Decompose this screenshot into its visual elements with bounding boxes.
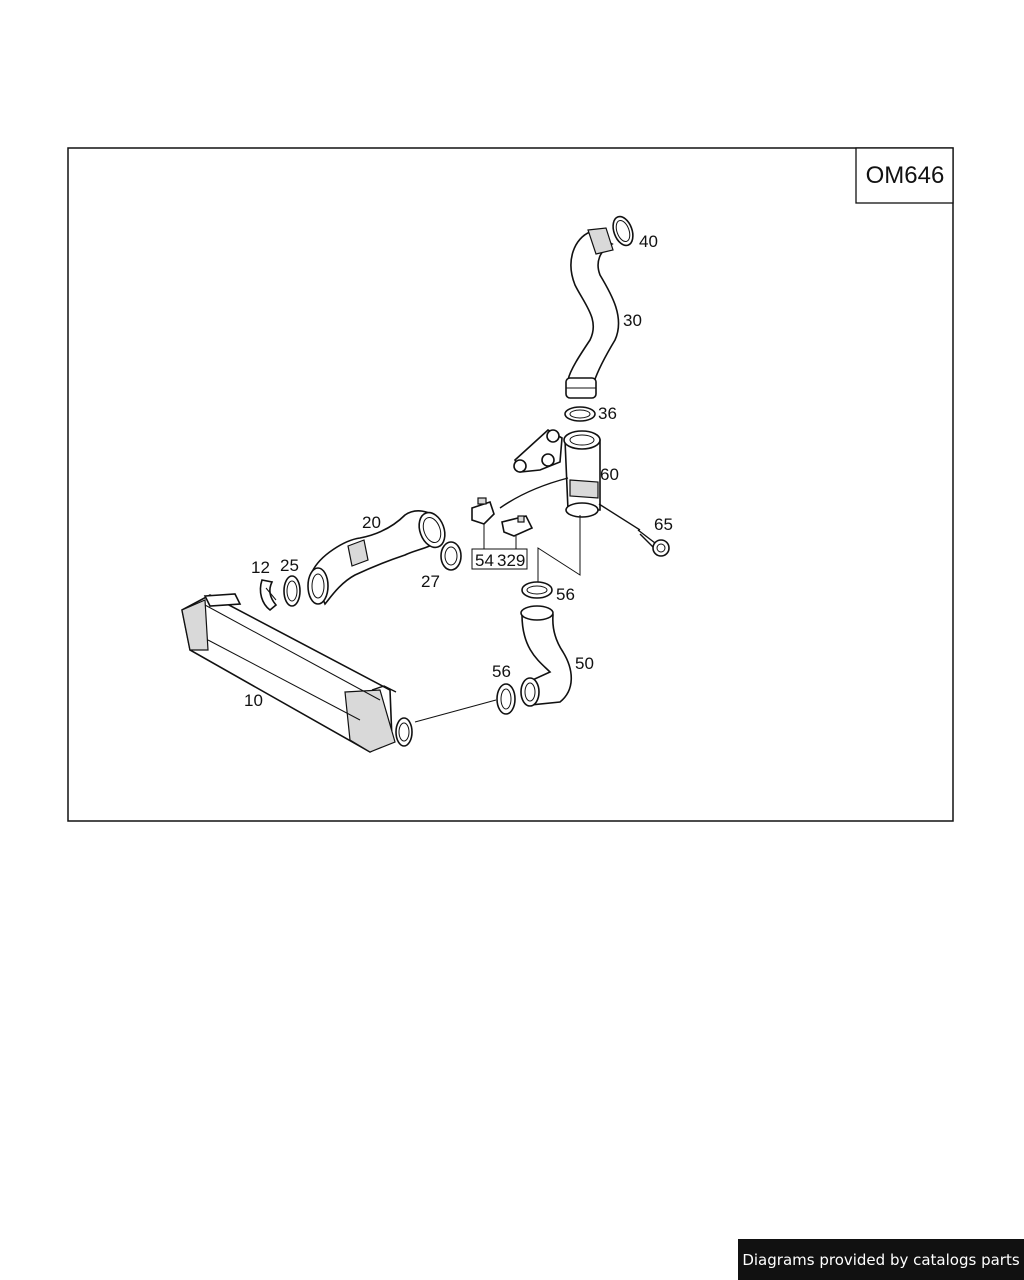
callout-54: 54: [475, 551, 494, 570]
part-56-seal-ring-lower[interactable]: [496, 683, 516, 715]
part-20-charge-air-hose[interactable]: [307, 509, 449, 606]
callout-20: 20: [362, 513, 381, 532]
callout-12: 12: [251, 558, 270, 577]
leader-intercooler-56: [414, 699, 497, 723]
part-329-pressure-sensor[interactable]: [501, 515, 534, 537]
part-56-seal-ring-upper[interactable]: [521, 581, 553, 599]
callout-30: 30: [623, 311, 642, 330]
part-25-seal-ring[interactable]: [283, 575, 301, 607]
part-54-sensor[interactable]: [471, 497, 495, 525]
callout-50: 50: [575, 654, 594, 673]
leader-60-56: [537, 515, 581, 582]
label-box-54-329: [471, 548, 528, 570]
part-12-clamp[interactable]: [259, 579, 278, 612]
part-40-seal-ring[interactable]: [609, 214, 636, 248]
part-30-charge-air-hose[interactable]: [565, 227, 620, 399]
part-65-bolt[interactable]: [637, 529, 670, 557]
callout-56-upper: 56: [556, 585, 575, 604]
diagram-frame: [67, 147, 954, 822]
callout-56-lower: 56: [492, 662, 511, 681]
part-50-charge-air-hose[interactable]: [520, 605, 573, 707]
engine-code-box: [855, 147, 954, 204]
callout-25: 25: [280, 556, 299, 575]
part-36-seal-ring[interactable]: [564, 406, 596, 422]
sensor-cable: [499, 477, 569, 509]
callout-36: 36: [598, 404, 617, 423]
part-27-seal-ring[interactable]: [440, 541, 462, 571]
engine-code-label: OM646: [866, 162, 945, 189]
callout-40: 40: [639, 232, 658, 251]
callout-60: 60: [600, 465, 619, 484]
part-60-charge-air-pipe[interactable]: [513, 429, 641, 531]
callout-65: 65: [654, 515, 673, 534]
part-10-intercooler[interactable]: [181, 593, 413, 753]
callout-27: 27: [421, 572, 440, 591]
callout-10: 10: [244, 691, 263, 710]
footer-credit: Diagrams provided by catalogs parts: [738, 1239, 1024, 1280]
callout-329: 329: [497, 551, 525, 570]
